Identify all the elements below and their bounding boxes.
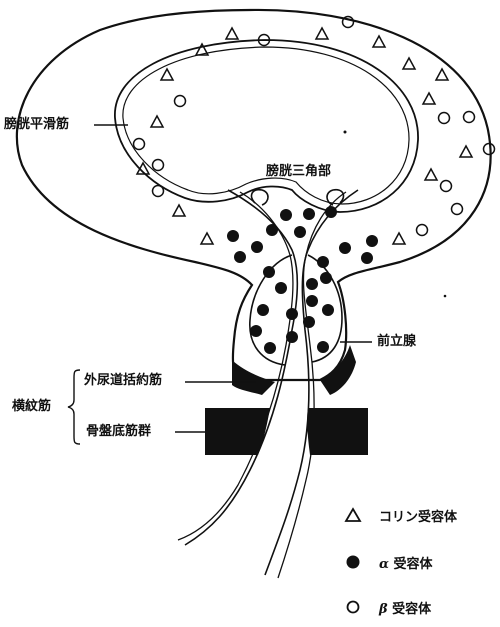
label-external-sphincter: 外尿道括約筋 (84, 373, 162, 389)
label-trigone: 膀胱三角部 (266, 164, 331, 180)
legend-item-alpha: α 受容体 (343, 552, 433, 572)
legend-label: α 受容体 (379, 553, 433, 572)
legend-greek-alpha: α (379, 557, 389, 572)
pelvic-floor-muscles-right (307, 408, 368, 455)
filled-dot-icon (343, 552, 363, 572)
label-bladder-smooth-muscle: 膀胱平滑筋 (4, 117, 69, 133)
bladder-outer-wall (17, 10, 491, 380)
triangle-icon (343, 505, 363, 525)
label-pelvic-floor: 骨盤底筋群 (86, 424, 151, 440)
striated-muscle-bracket (68, 370, 80, 444)
legend-label: コリン受容体 (379, 506, 457, 525)
label-prostate: 前立腺 (377, 334, 416, 350)
ureter-orifice-left (251, 190, 268, 205)
label-striated-muscle: 横紋筋 (12, 399, 51, 415)
external-sphincter (232, 360, 275, 395)
open-circle-icon (343, 597, 363, 617)
external-sphincter-right (320, 345, 356, 395)
ureter-orifice-right (327, 190, 344, 205)
legend-label: β 受容体 (379, 598, 431, 617)
legend-label-text: 受容体 (394, 557, 433, 572)
legend-item-cholinergic: コリン受容体 (343, 505, 457, 525)
legend-item-beta: β 受容体 (343, 597, 431, 617)
legend-greek-beta: β (379, 602, 388, 617)
legend-label-text: 受容体 (392, 602, 431, 617)
pelvic-floor-muscles (205, 408, 270, 455)
